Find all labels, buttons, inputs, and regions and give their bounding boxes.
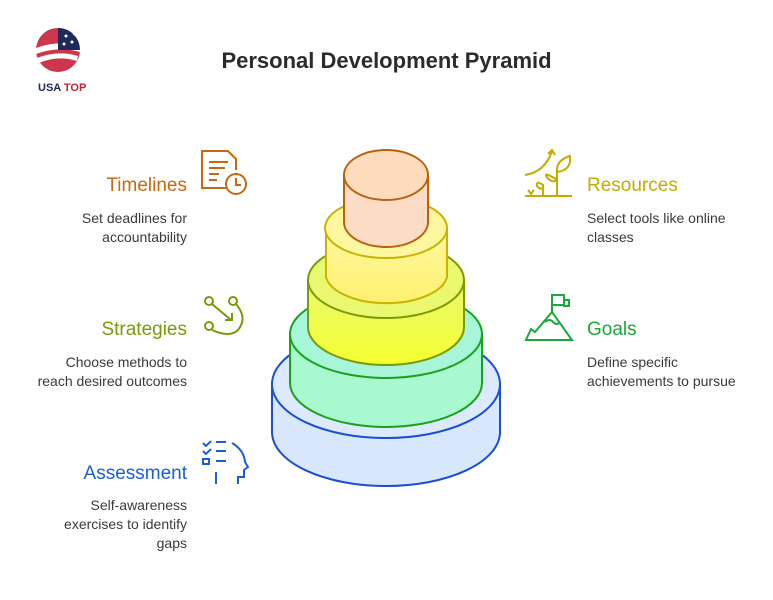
description-line: Set deadlines for <box>81 210 187 226</box>
description-goals: Define specific achievements to pursue <box>587 353 767 391</box>
description-line: Select tools like online <box>587 210 726 226</box>
heading-goals: Goals <box>587 319 637 340</box>
heading-strategies: Strategies <box>101 319 187 340</box>
growing-plant-icon <box>524 148 572 197</box>
heading-timelines: Timelines <box>106 175 187 196</box>
tier-resources <box>343 149 429 248</box>
heading-resources: Resources <box>587 175 678 196</box>
description-line: Define specific <box>587 354 679 370</box>
description-resources: Select tools like online classes <box>587 209 767 247</box>
description-strategies: Choose methods to reach desired outcomes <box>17 353 187 391</box>
mountain-flag-icon <box>524 294 574 341</box>
description-line: gaps <box>156 535 187 551</box>
description-line: accountability <box>102 229 187 245</box>
page-title: Personal Development Pyramid <box>221 48 552 73</box>
heading-assessment: Assessment <box>83 463 187 484</box>
description-assessment: Self-awareness exercises to identify gap… <box>17 496 187 553</box>
description-timelines: Set deadlines for accountability <box>17 209 187 247</box>
document-clock-icon <box>201 150 247 195</box>
description-line: reach desired outcomes <box>37 373 187 389</box>
description-line: Self-awareness <box>90 497 188 513</box>
svg-text:USA TOP: USA TOP <box>38 82 86 94</box>
description-line: achievements to pursue <box>587 373 736 389</box>
logo: USA TOP <box>36 28 86 94</box>
description-line: Choose methods to <box>65 354 187 370</box>
description-line: classes <box>587 229 634 245</box>
head-checklist-icon <box>202 440 250 484</box>
description-line: exercises to identify <box>64 516 187 532</box>
path-arrow-icon <box>204 296 244 335</box>
